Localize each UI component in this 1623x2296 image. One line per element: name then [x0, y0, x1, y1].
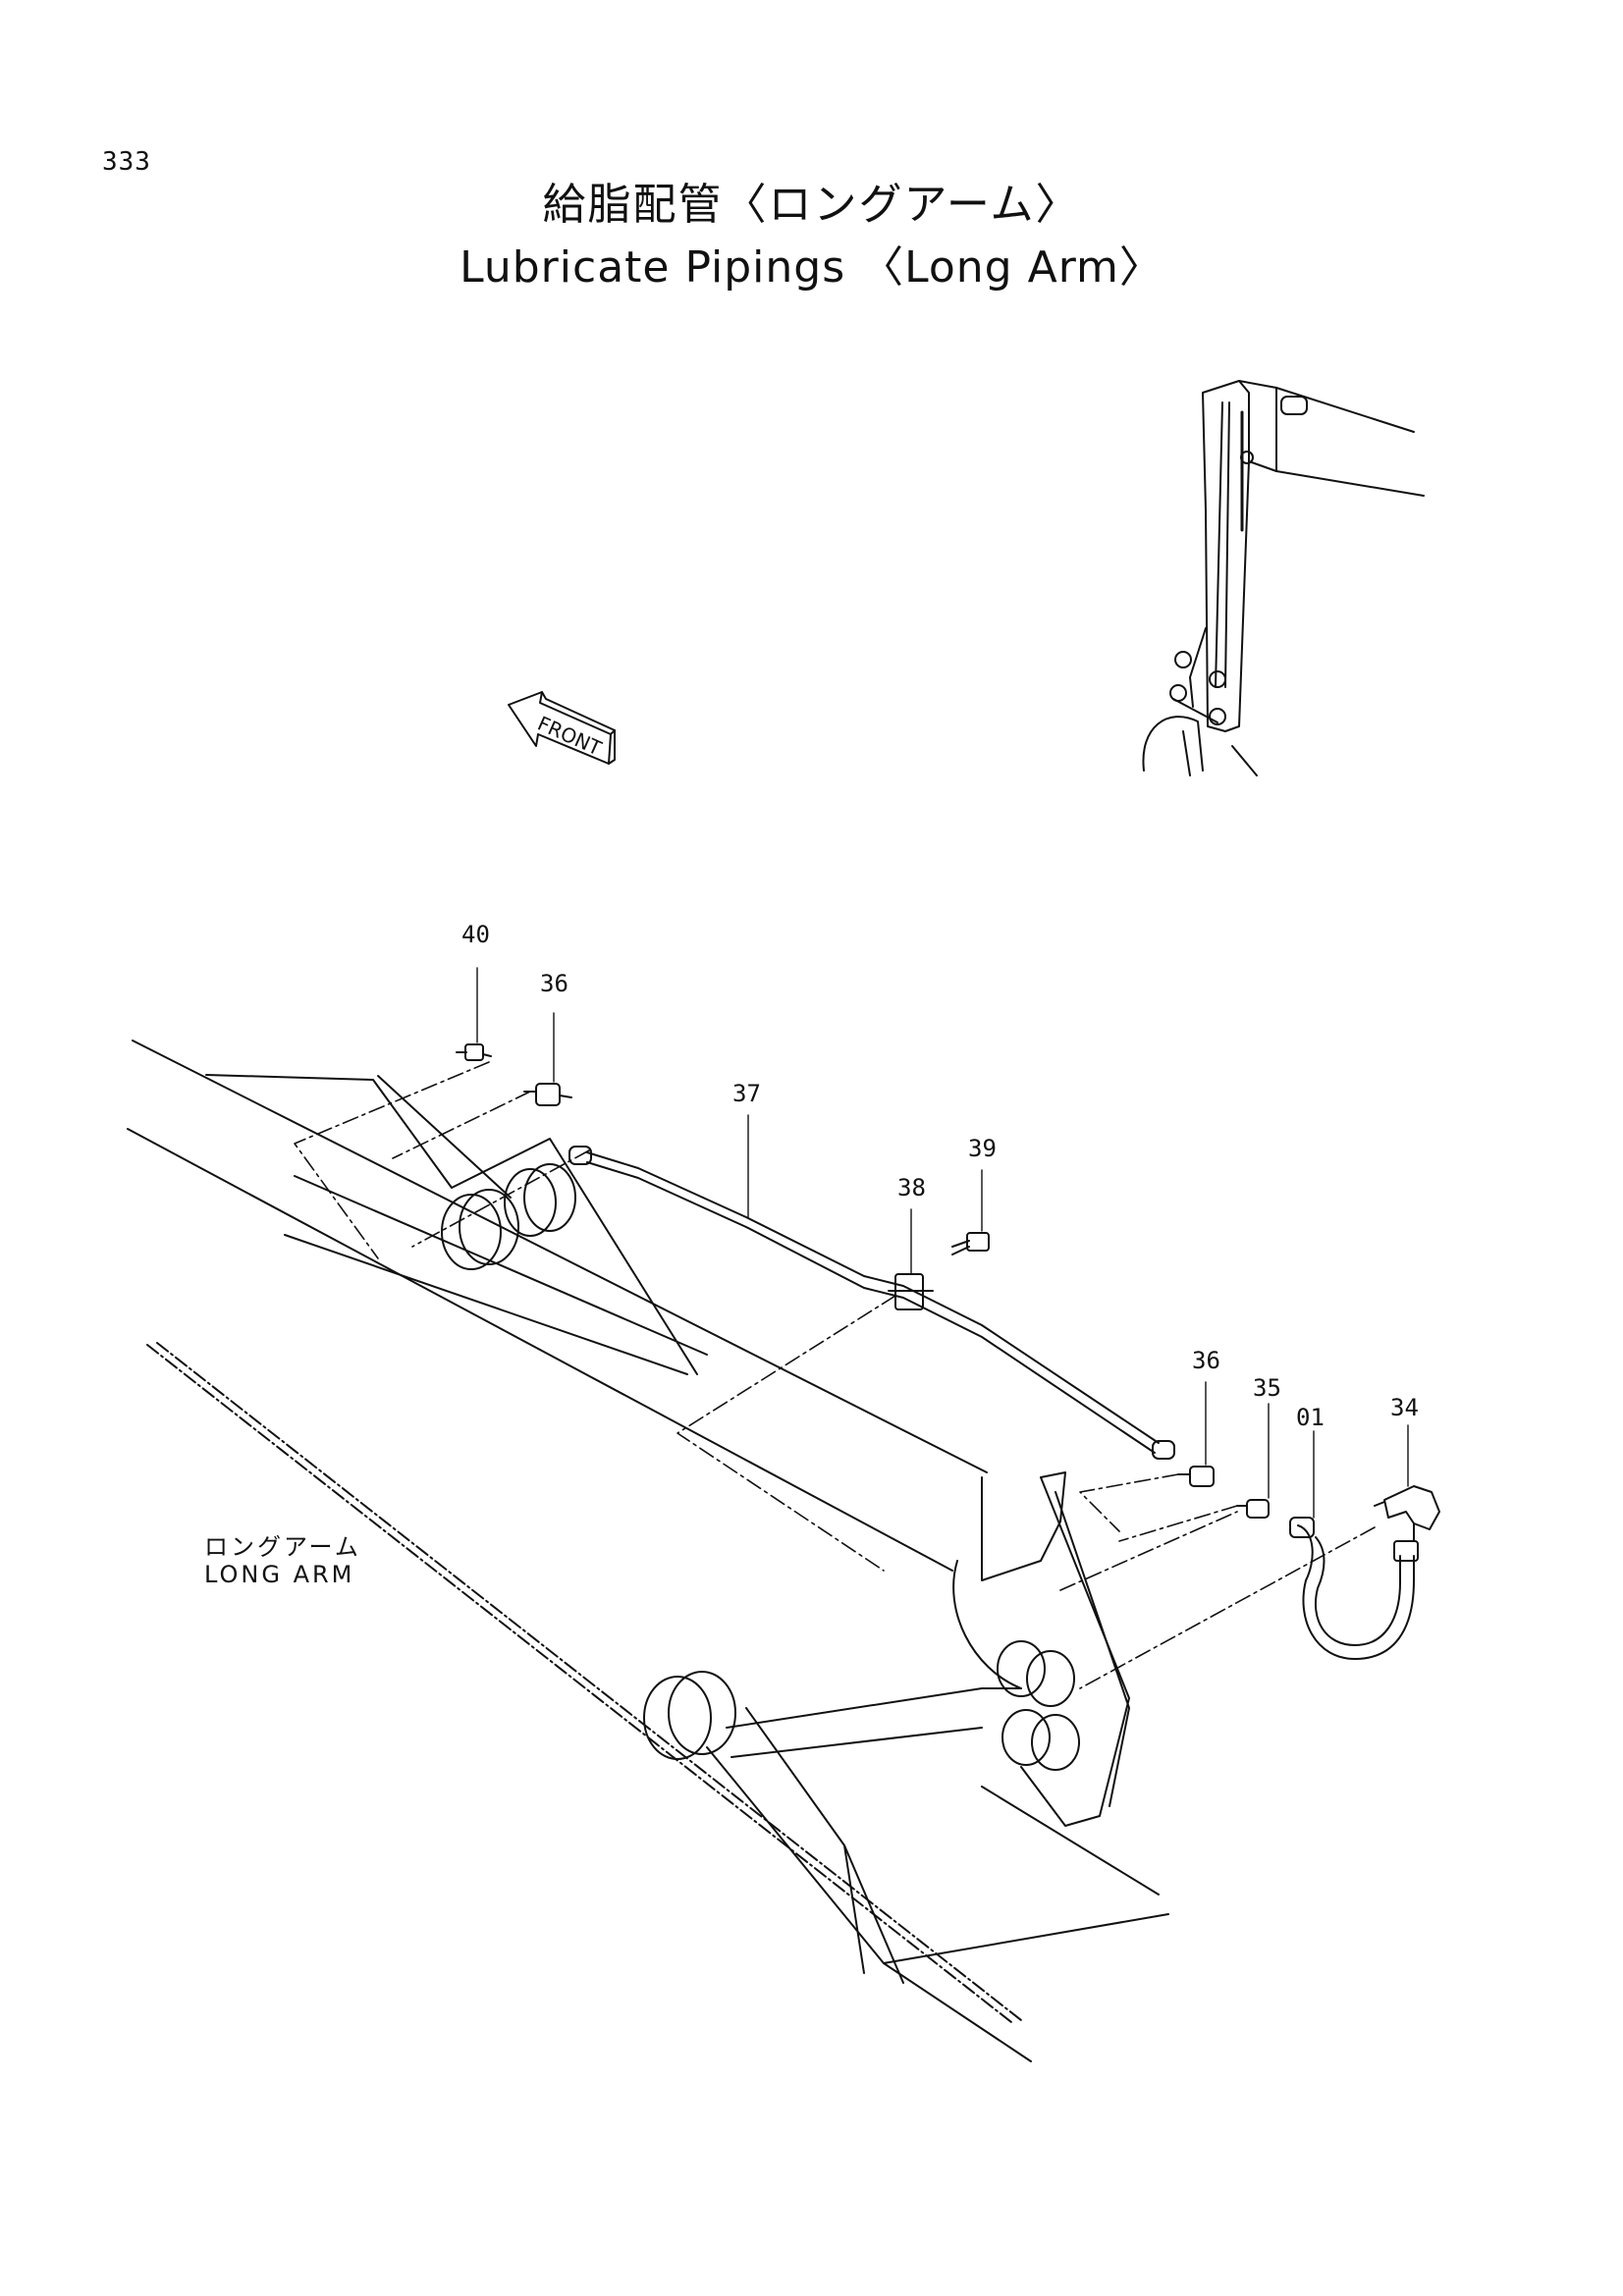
callout-leaders — [476, 967, 1409, 1519]
callout-37: 37 — [732, 1080, 761, 1107]
callout-35: 35 — [1253, 1374, 1281, 1402]
assembly-lines — [294, 1061, 1376, 1689]
callout-01: 01 — [1296, 1404, 1325, 1431]
page-title-japanese: 給脂配管〈ロングアーム〉 — [542, 180, 1081, 230]
long-arm-body — [127, 1040, 1169, 2062]
page-number: 333 — [102, 147, 151, 177]
callout-39: 39 — [968, 1135, 997, 1162]
lubrication-pipe — [568, 1146, 1175, 1460]
front-direction-arrow — [508, 691, 616, 765]
callout-36-upper: 36 — [540, 970, 568, 997]
grease-fitting — [456, 1043, 492, 1061]
long-arm-label-japanese: ロングアーム — [204, 1533, 361, 1561]
machine-overview-inset — [1142, 380, 1425, 776]
callout-38: 38 — [897, 1174, 926, 1201]
pipe-clamp — [888, 1273, 934, 1310]
adapter-upper — [523, 1083, 572, 1106]
elbow-fitting — [1374, 1485, 1440, 1542]
arm-pin-bosses — [441, 1163, 1080, 1771]
callout-36-lower: 36 — [1192, 1347, 1220, 1374]
page-title-english: Lubricate Pipings 〈Long Arm〉 — [460, 242, 1163, 293]
adapter-lower — [1177, 1466, 1215, 1487]
long-arm-label-english: LONG ARM — [204, 1561, 355, 1588]
coupling — [1236, 1499, 1270, 1519]
hose — [1289, 1517, 1419, 1660]
clamp-bolt — [951, 1232, 990, 1255]
front-arrow-label: FRONT — [534, 712, 606, 761]
callout-34: 34 — [1390, 1394, 1419, 1421]
callout-40: 40 — [461, 921, 490, 948]
